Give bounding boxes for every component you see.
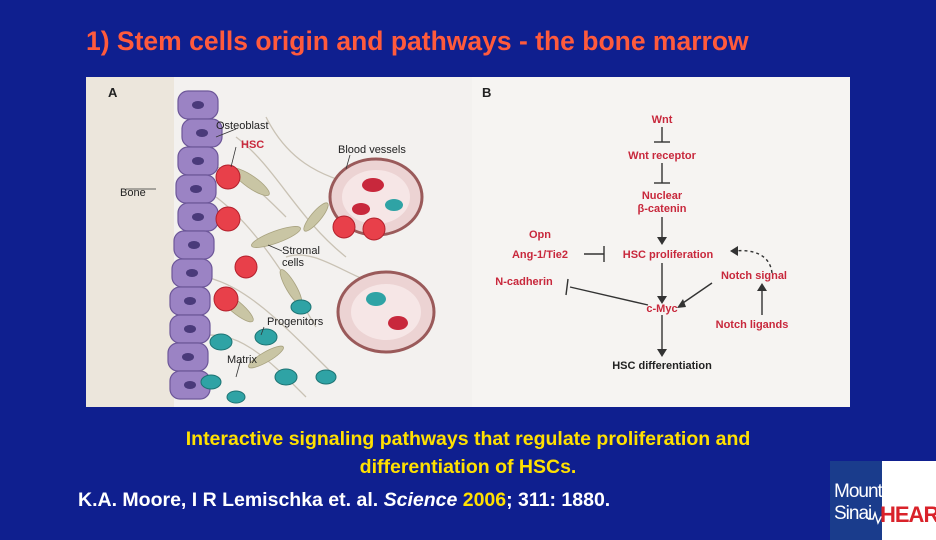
node-notch-signal: Notch signal (721, 270, 787, 282)
node-ang1-tie2: Ang-1/Tie2 (512, 249, 568, 261)
caption-line-1: Interactive signaling pathways that regu… (185, 428, 751, 450)
label-matrix: Matrix (227, 354, 257, 366)
node-wnt: Wnt (652, 114, 673, 126)
figure: Osteoblast HSC Bone Blood vessels Stroma… (86, 77, 850, 407)
blood-vessel-lower (336, 270, 436, 354)
logo-mount: Mount (834, 481, 883, 502)
logo-sinai: Sinai (834, 503, 872, 524)
stromal-cells (218, 168, 329, 369)
slide-title: 1) Stem cells origin and pathways - the … (86, 26, 749, 56)
node-hsc-proliferation: HSC proliferation (623, 249, 714, 261)
node-wnt-receptor: Wnt receptor (628, 150, 697, 162)
arrowheads (657, 237, 767, 357)
logo-heart: HEART (880, 502, 936, 527)
reference-year: 2006 (462, 489, 507, 511)
node-n-cadherin: N-cadherin (495, 276, 553, 288)
node-c-myc: c-Myc (646, 303, 677, 315)
reference-journal: Science (383, 489, 458, 511)
label-bone: Bone (120, 187, 146, 199)
label-osteoblast: Osteoblast (216, 120, 269, 132)
label-cells: cells (282, 257, 305, 269)
label-blood-vessels: Blood vessels (338, 144, 406, 156)
caption-line-2: differentiation of HSCs. (359, 456, 577, 478)
hsc-cells (213, 164, 386, 312)
node-notch-ligands: Notch ligands (716, 319, 789, 331)
mount-sinai-heart-logo: Mount Sinai HEART (830, 461, 936, 540)
node-nuclear: Nuclear (642, 190, 683, 202)
reference-volume: ; 311: 1880. (506, 489, 611, 511)
panel-a-label: A (108, 85, 118, 100)
label-stromal: Stromal (282, 245, 320, 257)
leader-lines (126, 128, 351, 378)
bone-region (86, 77, 174, 407)
reference-authors: K.A. Moore, I R Lemischka et. al. (78, 489, 384, 511)
blood-vessel-upper (328, 157, 424, 237)
progenitor-cells (200, 299, 337, 404)
panel-b-label: B (482, 85, 492, 100)
reference: K.A. Moore, I R Lemischka et. al. Scienc… (78, 489, 610, 512)
label-hsc: HSC (241, 139, 264, 151)
signaling-pathway: Wnt Wnt receptor Nuclear β-catenin Opn A… (495, 114, 789, 372)
node-beta-catenin: β-catenin (638, 203, 687, 215)
panel-b: Wnt Wnt receptor Nuclear β-catenin Opn A… (472, 77, 850, 407)
heartbeat-icon (868, 511, 888, 525)
niche-illustration: Osteoblast HSC Bone Blood vessels Stroma… (86, 77, 436, 407)
logo-box (830, 461, 882, 540)
panel-a: Osteoblast HSC Bone Blood vessels Stroma… (86, 77, 472, 407)
label-progenitors: Progenitors (267, 316, 324, 328)
node-hsc-differentiation: HSC differentiation (612, 360, 712, 372)
osteoblast-nuclei (182, 101, 208, 389)
pathway-connectors (565, 127, 773, 352)
node-opn: Opn (529, 229, 551, 241)
